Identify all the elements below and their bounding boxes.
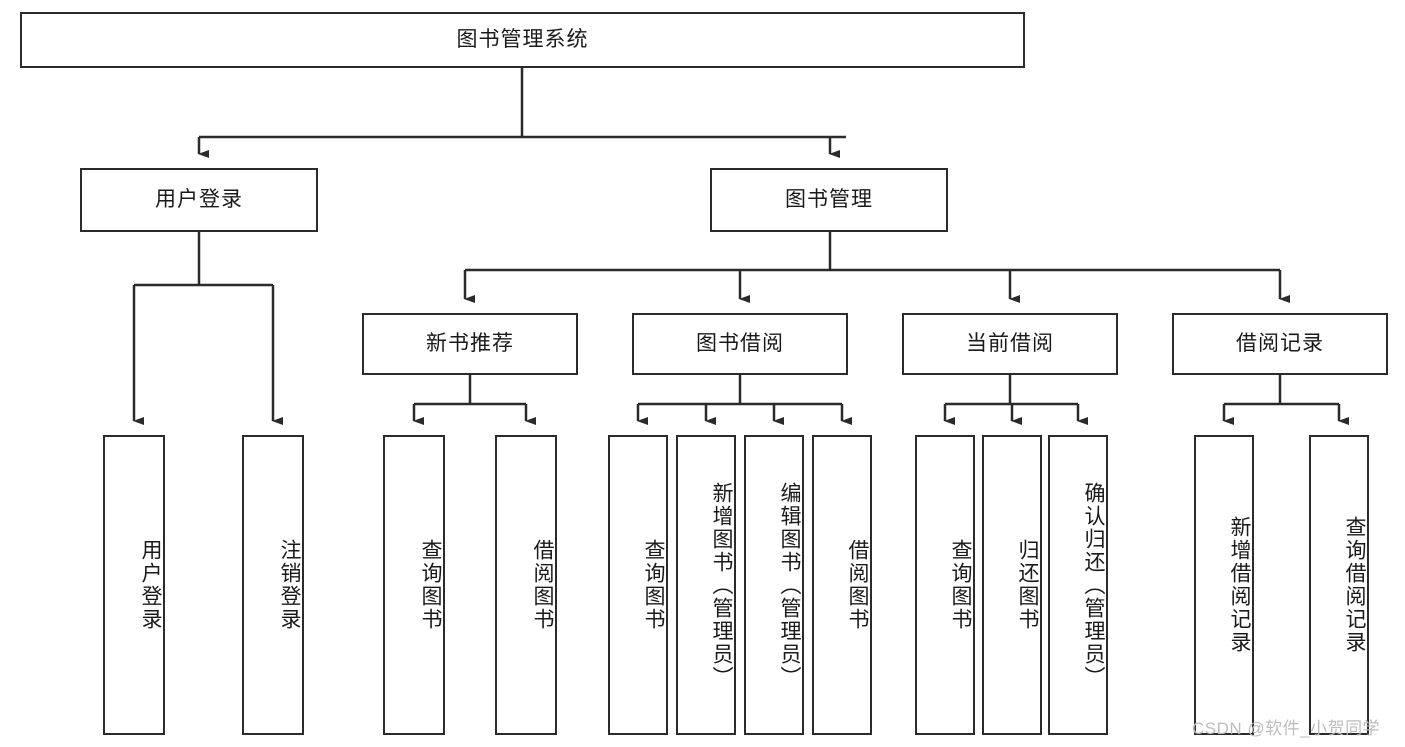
- node-label: 借阅记录: [1236, 332, 1324, 356]
- node-label: 借阅图书: [531, 539, 554, 631]
- node-book-management[interactable]: 图书管理: [710, 168, 948, 232]
- node-label: 新增图书（管理员）: [710, 481, 733, 689]
- node-label: 查询借阅记录: [1343, 516, 1366, 654]
- node-label: 查询图书: [419, 539, 442, 631]
- node-label: 借阅图书: [846, 539, 869, 631]
- node-label: 确认归还（管理员）: [1082, 481, 1105, 689]
- node-book-borrow[interactable]: 图书借阅: [632, 313, 848, 375]
- leaf-current-return-book[interactable]: 归还图书: [982, 435, 1042, 735]
- node-label: 查询图书: [949, 539, 972, 631]
- node-current-borrow[interactable]: 当前借阅: [902, 313, 1118, 375]
- node-new-book-recommend[interactable]: 新书推荐: [362, 313, 578, 375]
- node-label: 注销登录: [278, 539, 301, 631]
- watermark-text: CSDN @软件_小贺同学: [1192, 719, 1381, 738]
- leaf-new-book-borrow-book[interactable]: 借阅图书: [495, 435, 557, 735]
- node-label: 图书管理系统: [456, 28, 589, 52]
- node-label: 图书借阅: [696, 332, 784, 356]
- leaf-borrow-query-book[interactable]: 查询图书: [608, 435, 668, 735]
- leaf-borrow-borrow-book[interactable]: 借阅图书: [812, 435, 872, 735]
- node-borrow-record[interactable]: 借阅记录: [1172, 313, 1388, 375]
- node-label: 新增借阅记录: [1228, 516, 1251, 654]
- node-label: 用户登录: [139, 539, 162, 631]
- leaf-record-add-borrow-record[interactable]: 新增借阅记录: [1194, 435, 1254, 735]
- leaf-user-login-logout[interactable]: 注销登录: [242, 435, 304, 735]
- leaf-borrow-edit-book-admin[interactable]: 编辑图书（管理员）: [744, 435, 804, 735]
- node-label: 用户登录: [155, 188, 243, 212]
- leaf-borrow-add-book-admin[interactable]: 新增图书（管理员）: [676, 435, 736, 735]
- node-label: 查询图书: [642, 539, 665, 631]
- node-root-book-management-system[interactable]: 图书管理系统: [20, 12, 1025, 68]
- node-label: 图书管理: [785, 188, 873, 212]
- leaf-user-login-login[interactable]: 用户登录: [103, 435, 165, 735]
- leaf-record-query-borrow-record[interactable]: 查询借阅记录: [1309, 435, 1369, 735]
- leaf-current-confirm-return-admin[interactable]: 确认归还（管理员）: [1048, 435, 1108, 735]
- node-label: 归还图书: [1016, 539, 1039, 631]
- node-label: 编辑图书（管理员）: [778, 481, 801, 689]
- node-user-login[interactable]: 用户登录: [80, 168, 318, 232]
- leaf-new-book-query-book[interactable]: 查询图书: [383, 435, 445, 735]
- leaf-current-query-book[interactable]: 查询图书: [915, 435, 975, 735]
- node-label: 新书推荐: [426, 332, 514, 356]
- node-label: 当前借阅: [966, 332, 1054, 356]
